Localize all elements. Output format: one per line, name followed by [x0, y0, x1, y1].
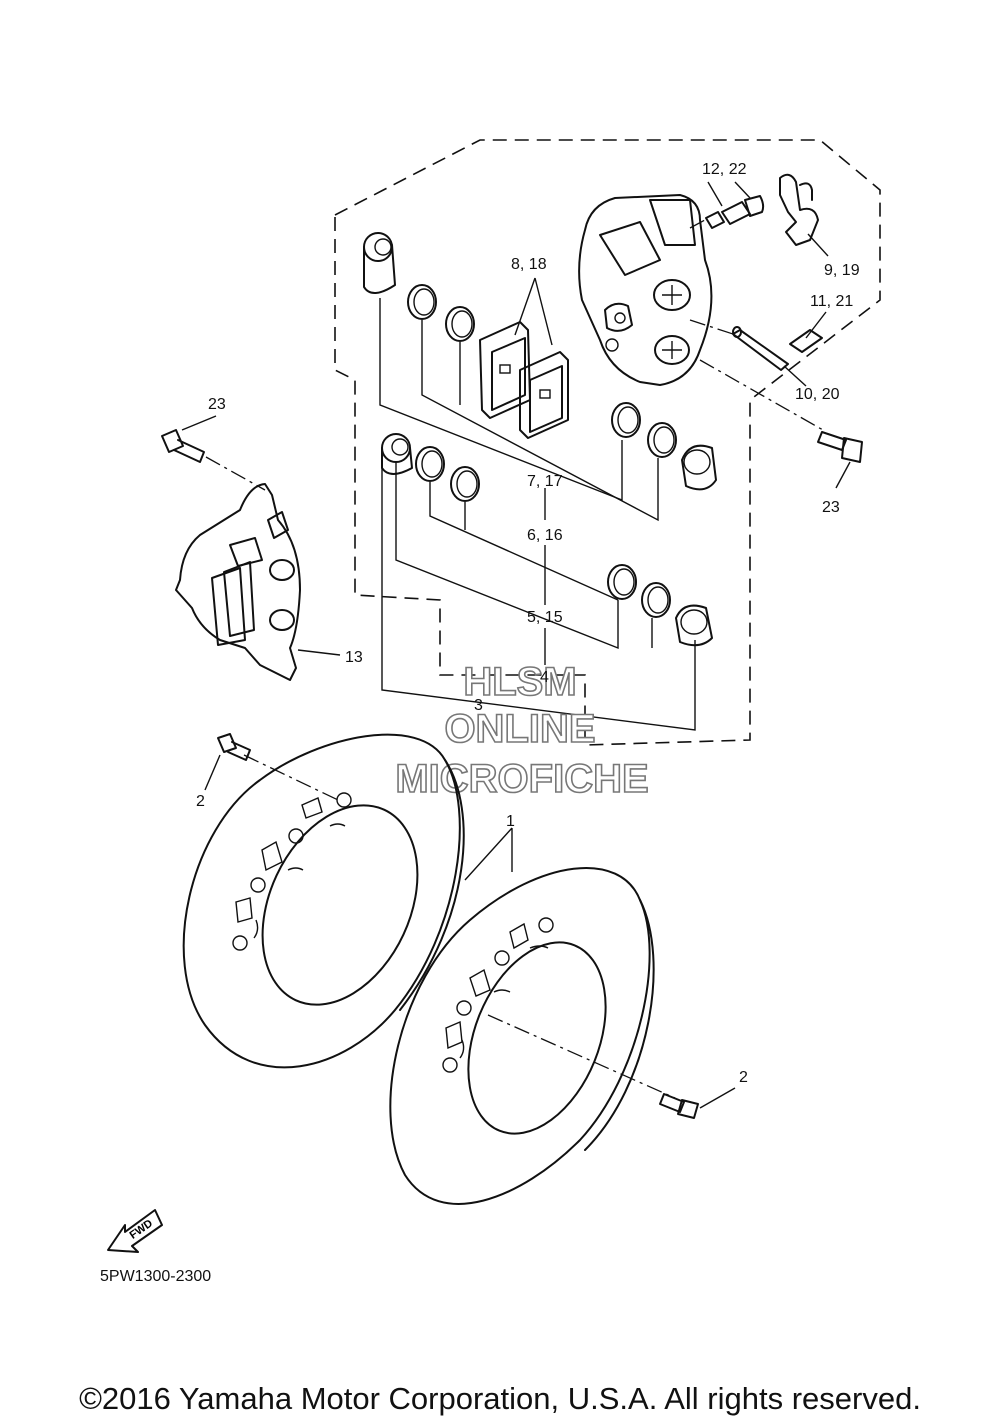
- bleed-screw-and-cap: [705, 195, 765, 229]
- brake-disc-right: [389, 866, 655, 1205]
- brake-pads: [479, 321, 569, 439]
- diagram-code: 5PW1300-2300: [100, 1268, 212, 1285]
- seal-lower-c: [607, 564, 637, 600]
- callout-23-right: 23: [822, 499, 840, 516]
- callout-12-22: 12, 22: [702, 161, 747, 178]
- pad-pin: [732, 326, 789, 371]
- callout-10-20: 10, 20: [795, 386, 840, 403]
- callout-2-right: 2: [739, 1069, 748, 1086]
- seal-upper-a: [407, 284, 437, 320]
- callout-13: 13: [345, 649, 363, 666]
- callout-6-16: 6, 16: [527, 527, 563, 544]
- caliper-assembly: [175, 483, 301, 681]
- pad-pin-clip: [789, 329, 823, 353]
- callout-1: 1: [506, 813, 515, 830]
- forward-arrow-icon: FWD: [107, 1209, 163, 1253]
- fwd-label: FWD: [128, 1217, 155, 1241]
- watermark-line-3: MICROFICHE: [395, 757, 648, 801]
- callout-23-top: 23: [208, 396, 226, 413]
- watermark-line-2: ONLINE: [444, 707, 595, 751]
- callout-3: 3: [474, 697, 483, 714]
- piston-upper-left: [363, 232, 396, 294]
- seal-upper-c: [611, 402, 641, 438]
- seal-lower-d: [641, 582, 671, 618]
- caliper-kit-boundary: [334, 139, 881, 746]
- seal-lower-b: [450, 466, 480, 502]
- callout-9-19: 9, 19: [824, 262, 860, 279]
- seal-upper-b: [445, 306, 475, 342]
- watermark-line-1: HLSM: [463, 660, 576, 704]
- caliper-bolt-left: [161, 429, 205, 463]
- copyright-notice: ©2016 Yamaha Motor Corporation, U.S.A. A…: [79, 1381, 921, 1416]
- callout-7-17: 7, 17: [527, 473, 563, 490]
- callout-11-21: 11, 21: [810, 293, 853, 310]
- disc-bolt-right: [659, 1093, 699, 1119]
- callout-2-left: 2: [196, 793, 205, 810]
- brake-disc-left: [182, 733, 465, 1069]
- callout-5-15: 5, 15: [527, 609, 563, 626]
- callout-4: 4: [540, 669, 549, 686]
- watermark: HLSM ONLINE MICROFICHE: [395, 659, 650, 802]
- caliper-bolt-right: [817, 431, 863, 463]
- piston-lower-left: [381, 433, 413, 475]
- callout-8-18: 8, 18: [511, 256, 547, 273]
- seal-lower-a: [415, 446, 445, 482]
- piston-lower-right: [675, 604, 713, 647]
- disc-bolt-left: [217, 733, 251, 761]
- piston-upper-right: [681, 444, 717, 491]
- pad-spring-clip: [779, 173, 819, 246]
- caliper-body-exploded: [578, 194, 713, 386]
- seal-upper-d: [647, 422, 677, 458]
